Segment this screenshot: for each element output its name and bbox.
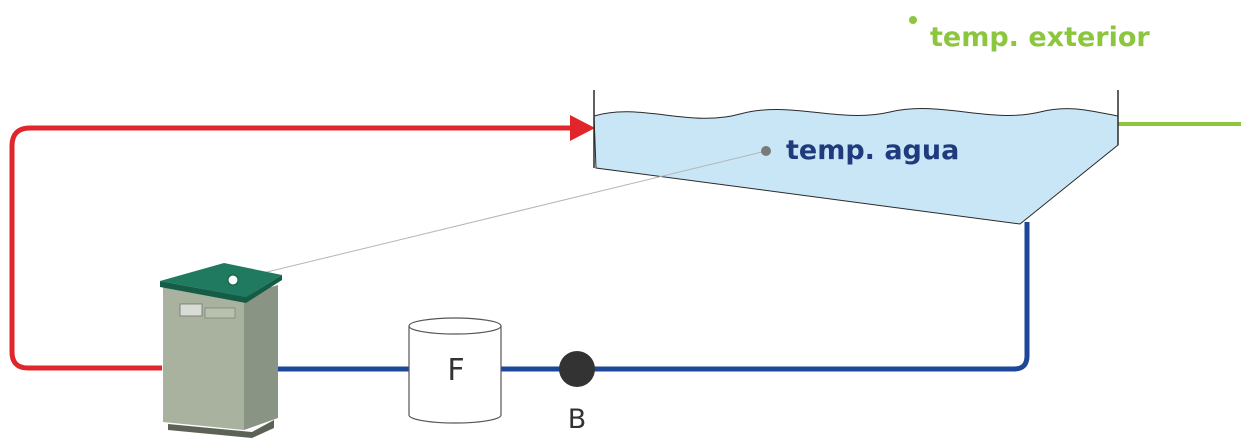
water-temp-label: temp. agua <box>786 135 960 166</box>
heat-pump-panel <box>204 307 236 319</box>
filter-top <box>408 317 502 335</box>
heat-pump-unit <box>160 263 282 438</box>
heat-pump-lid-edge <box>160 275 282 303</box>
heat-pump-side <box>244 285 278 430</box>
pump-label: B <box>567 404 587 435</box>
supply-pipe <box>9 125 575 371</box>
sensor-wire <box>233 150 767 281</box>
water-sensor-dot <box>761 146 771 156</box>
filter-label: F <box>447 353 465 388</box>
heat-pump-front <box>163 283 244 430</box>
pool-basin <box>593 90 1119 225</box>
supply-arrow-icon <box>570 115 595 141</box>
return-pipe <box>278 222 1030 372</box>
heat-pump-lid <box>160 263 282 297</box>
filter-body <box>408 326 502 424</box>
pool-water <box>593 108 1119 225</box>
heat-pump-sensor-dot <box>227 274 239 286</box>
heat-pump-base <box>168 420 274 438</box>
pump-icon <box>559 351 595 387</box>
exterior-sensor-dot <box>909 16 917 24</box>
exterior-temp-label: temp. exterior <box>930 22 1150 53</box>
heat-pump-display-icon <box>179 303 203 317</box>
filter-tank <box>408 317 502 424</box>
